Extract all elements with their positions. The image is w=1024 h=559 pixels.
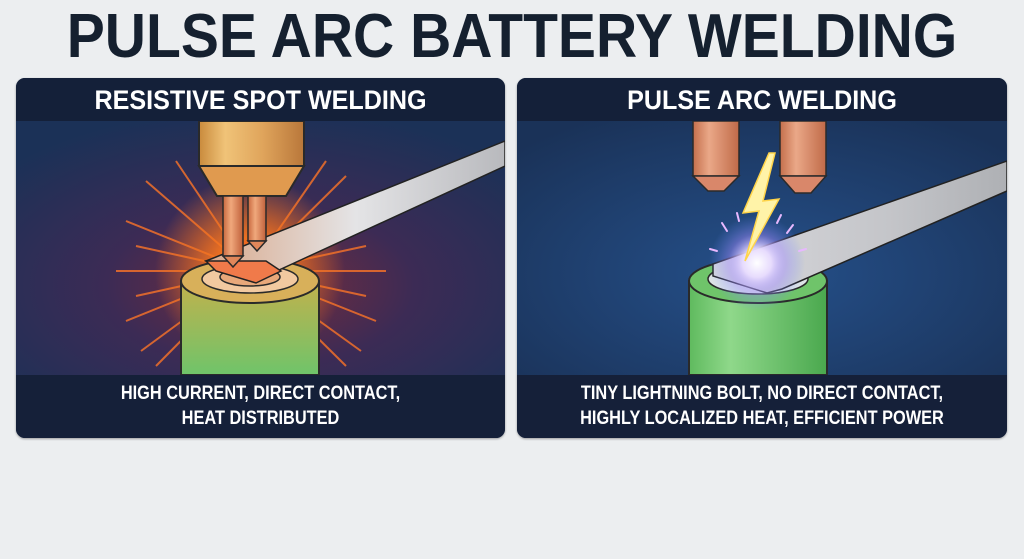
panel-heading: PULSE ARC WELDING [517,78,1007,121]
lightning-bolt-icon [741,152,781,262]
resistive-welding-illustration [16,121,505,375]
resistive-spot-welding-panel: RESISTIVE SPOT WELDING [16,78,505,438]
electrode-tips-icon [221,195,268,269]
panel-caption: HIGH CURRENT, DIRECT CONTACT, HEAT DISTR… [16,375,505,438]
pulse-arc-illustration [517,121,1007,375]
electrode-holder-icon [197,121,306,197]
page-title: PULSE ARC BATTERY WELDING [66,2,958,71]
panel-heading: RESISTIVE SPOT WELDING [16,78,505,121]
pulse-arc-welding-panel: PULSE ARC WELDING [517,78,1007,438]
panel-caption: TINY LIGHTNING BOLT, NO DIRECT CONTACT, … [517,375,1007,438]
arc-spark [709,215,805,311]
electrode-tips-icon [691,121,828,194]
